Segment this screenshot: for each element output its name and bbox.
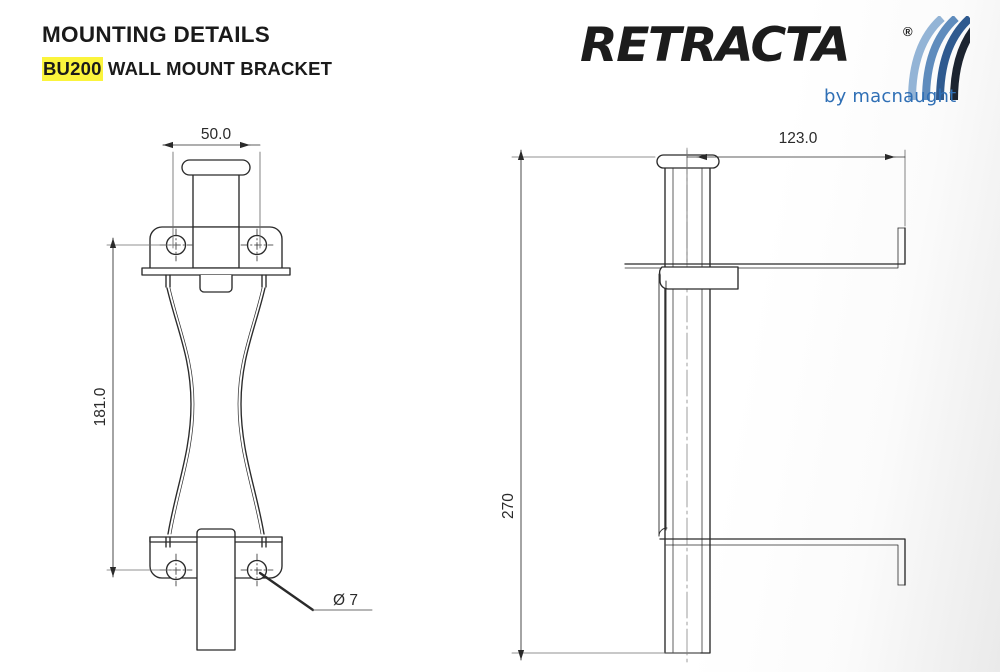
- front-top-plate: [141, 226, 291, 293]
- dimension-label-tube-width: 50.0: [201, 126, 232, 143]
- dimension-arm-reach: [686, 149, 906, 263]
- part-code-badge: BU200: [42, 56, 103, 81]
- dimension-tube-width: [162, 141, 261, 249]
- page-title: MOUNTING DETAILS: [42, 22, 271, 47]
- brand-logo: RETRACTA ® by macnaught: [578, 12, 970, 108]
- registered-trademark-icon: ®: [903, 24, 913, 39]
- logo-tagline: by macnaught: [824, 86, 957, 107]
- side-tube: [656, 154, 720, 654]
- title-block: MOUNTING DETAILS BU200 WALL MOUNT BRACKE…: [42, 22, 333, 81]
- dimension-label-arm-reach: 123.0: [779, 130, 818, 147]
- front-view: 50.0 181.0 Ø 7: [92, 126, 373, 651]
- stripes-icon: [908, 16, 970, 101]
- leader-hole-diameter: [258, 571, 373, 612]
- front-bracket-body: [166, 287, 266, 535]
- side-lower-arm: [658, 527, 906, 586]
- logo-wordmark: RETRACTA: [580, 18, 851, 73]
- subtitle-text: WALL MOUNT BRACKET: [102, 57, 333, 79]
- front-tube: [181, 159, 251, 235]
- dimension-overall-height: [511, 149, 701, 661]
- side-view: 123.0 270: [500, 130, 906, 666]
- dimension-label-hole-diameter: Ø 7: [333, 592, 358, 609]
- dimension-label-overall-height: 270: [500, 493, 517, 519]
- front-bottom-plate: [149, 528, 283, 651]
- dimension-label-hole-spacing: 181.0: [92, 387, 109, 426]
- dimension-hole-spacing: [106, 237, 177, 578]
- subtitle: BU200 WALL MOUNT BRACKET: [42, 56, 333, 81]
- side-upper-arm: [624, 227, 906, 537]
